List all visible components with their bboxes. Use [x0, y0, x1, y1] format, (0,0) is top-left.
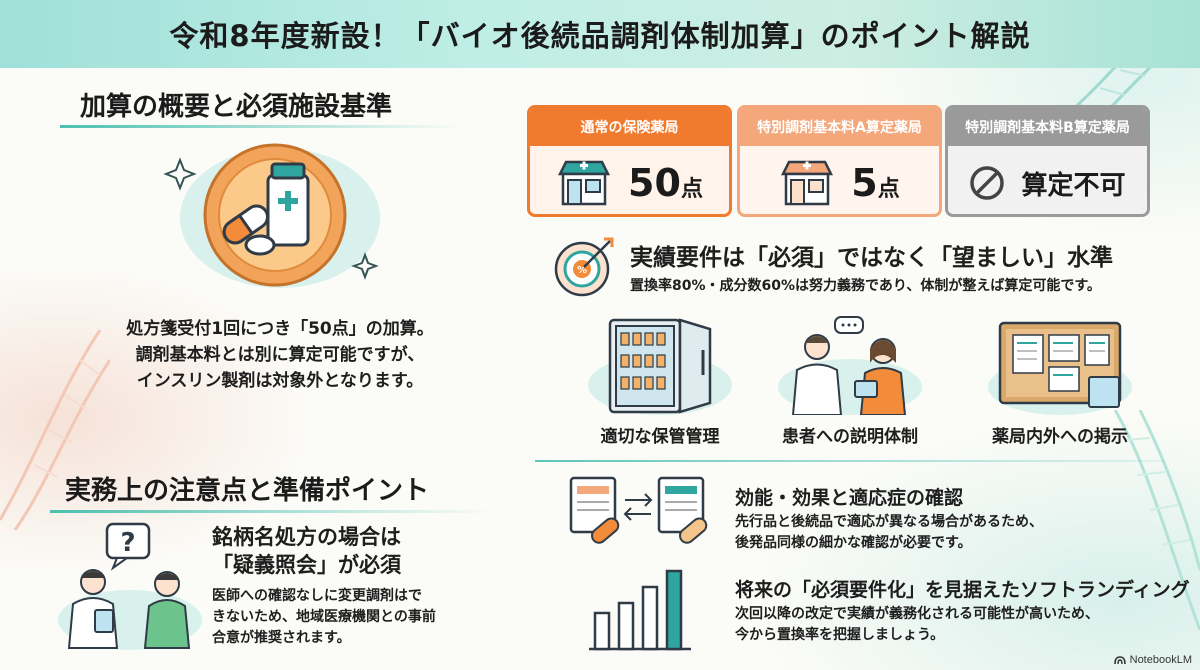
- pharmacy-store-icon: [781, 160, 834, 206]
- requirement-subtitle: 置換率80%・成分数60%は努力義務であり、体制が整えば算定可能です。: [630, 278, 1101, 294]
- overview-line: インスリン製剤は対象外となります。: [136, 371, 424, 391]
- efficacy-text-line: 先行品と後続品で適応が異なる場合があるため、: [735, 514, 1043, 530]
- card-value: 5: [851, 161, 878, 205]
- question-consultation-icon: ?: [58, 522, 202, 650]
- pharmacy-store-icon: [558, 160, 611, 206]
- section-title-practice: 実務上の注意点と準備ポイント: [65, 476, 430, 506]
- card-title: 特別調剤基本料A算定薬局: [740, 108, 939, 146]
- dna-decoration-icon: [1113, 410, 1200, 631]
- overview-description: 処方箋受付1回につき「50点」の加算。 調剤基本料とは別に算定可能ですが、 イン…: [70, 316, 490, 394]
- brand-title-line: 銘柄名処方の場合は: [212, 525, 401, 549]
- section-title-overview: 加算の概要と必須施設基準: [80, 92, 393, 122]
- overview-line: 処方箋受付1回につき「50点」の加算。: [126, 319, 434, 339]
- facility-label-explanation: 患者への説明体制: [782, 427, 918, 447]
- medicine-refrigerator-icon: [588, 318, 732, 415]
- requirement-title: 実績要件は「必須」ではなく「望ましい」水準: [630, 245, 1113, 271]
- page-title: 令和8年度新設！「バイオ後続品調剤体制加算」のポイント解説: [169, 19, 1031, 53]
- brand-title-line: 「疑義照会」が必須: [212, 553, 401, 577]
- brand-prescription-text: 医師への確認なしに変更調剤はで きないため、地域医療機関との事前 合意が推奨され…: [212, 586, 436, 649]
- efficacy-text-line: 後発品同様の細かな確認が必要です。: [735, 535, 972, 551]
- section-underline: [50, 510, 490, 513]
- future-text-line: 今から置換率を把握しましょう。: [735, 627, 945, 643]
- watermark-text: NotebookLM: [1129, 654, 1192, 666]
- future-text-line: 次回以降の改定で実績が義務化される可能性が高いため、: [735, 606, 1099, 622]
- brand-text-line: きないため、地域医療機関との事前: [212, 609, 436, 625]
- document-compare-icon: [569, 476, 708, 544]
- pharmacist-patient-icon: [778, 316, 922, 415]
- overview-line: 調剤基本料とは別に算定可能ですが、: [135, 345, 425, 365]
- brand-prescription-title: 銘柄名処方の場合は 「疑義照会」が必須: [212, 523, 401, 579]
- facility-label-storage: 適切な保管管理: [600, 427, 720, 447]
- card-value: 50: [628, 161, 681, 205]
- future-text: 次回以降の改定で実績が義務化される可能性が高いため、 今から置換率を把握しましょ…: [735, 604, 1099, 646]
- dna-decoration-icon: [0, 330, 110, 530]
- svg-text:%: %: [577, 265, 587, 276]
- card-title: 特別調剤基本料B算定薬局: [948, 108, 1147, 146]
- brand-text-line: 合意が推奨されます。: [212, 630, 351, 646]
- bar-chart-icon: [589, 569, 691, 651]
- header-banner: 令和8年度新設！「バイオ後続品調剤体制加算」のポイント解説: [0, 0, 1200, 68]
- card-unit: 点: [877, 177, 900, 202]
- prohibited-icon: [970, 166, 1005, 200]
- target-percent-icon: %: [554, 237, 614, 297]
- svg-text:?: ?: [120, 528, 135, 558]
- brand-text-line: 医師への確認なしに変更調剤はで: [212, 588, 422, 604]
- card-value: 算定不可: [1021, 170, 1126, 201]
- section-underline: [60, 125, 460, 128]
- card-title: 通常の保険薬局: [530, 108, 729, 146]
- card-normal-pharmacy: 通常の保険薬局 50点: [527, 105, 732, 217]
- section-divider: [535, 460, 1165, 462]
- bulletin-board-icon: [988, 321, 1132, 415]
- efficacy-title: 効能・効果と適応症の確認: [735, 487, 964, 509]
- notebooklm-logo-icon: [1113, 656, 1126, 665]
- card-unit: 点: [680, 177, 703, 202]
- medicine-coin-icon: [160, 140, 390, 290]
- efficacy-text: 先行品と後続品で適応が異なる場合があるため、 後発品同様の細かな確認が必要です。: [735, 512, 1043, 554]
- card-special-b-pharmacy: 特別調剤基本料B算定薬局 算定不可: [945, 105, 1150, 217]
- future-title: 将来の「必須要件化」を見据えたソフトランディング: [735, 579, 1190, 601]
- facility-label-posting: 薬局内外への掲示: [992, 427, 1128, 447]
- card-special-a-pharmacy: 特別調剤基本料A算定薬局 5点: [737, 105, 942, 217]
- watermark: NotebookLM: [1113, 654, 1192, 666]
